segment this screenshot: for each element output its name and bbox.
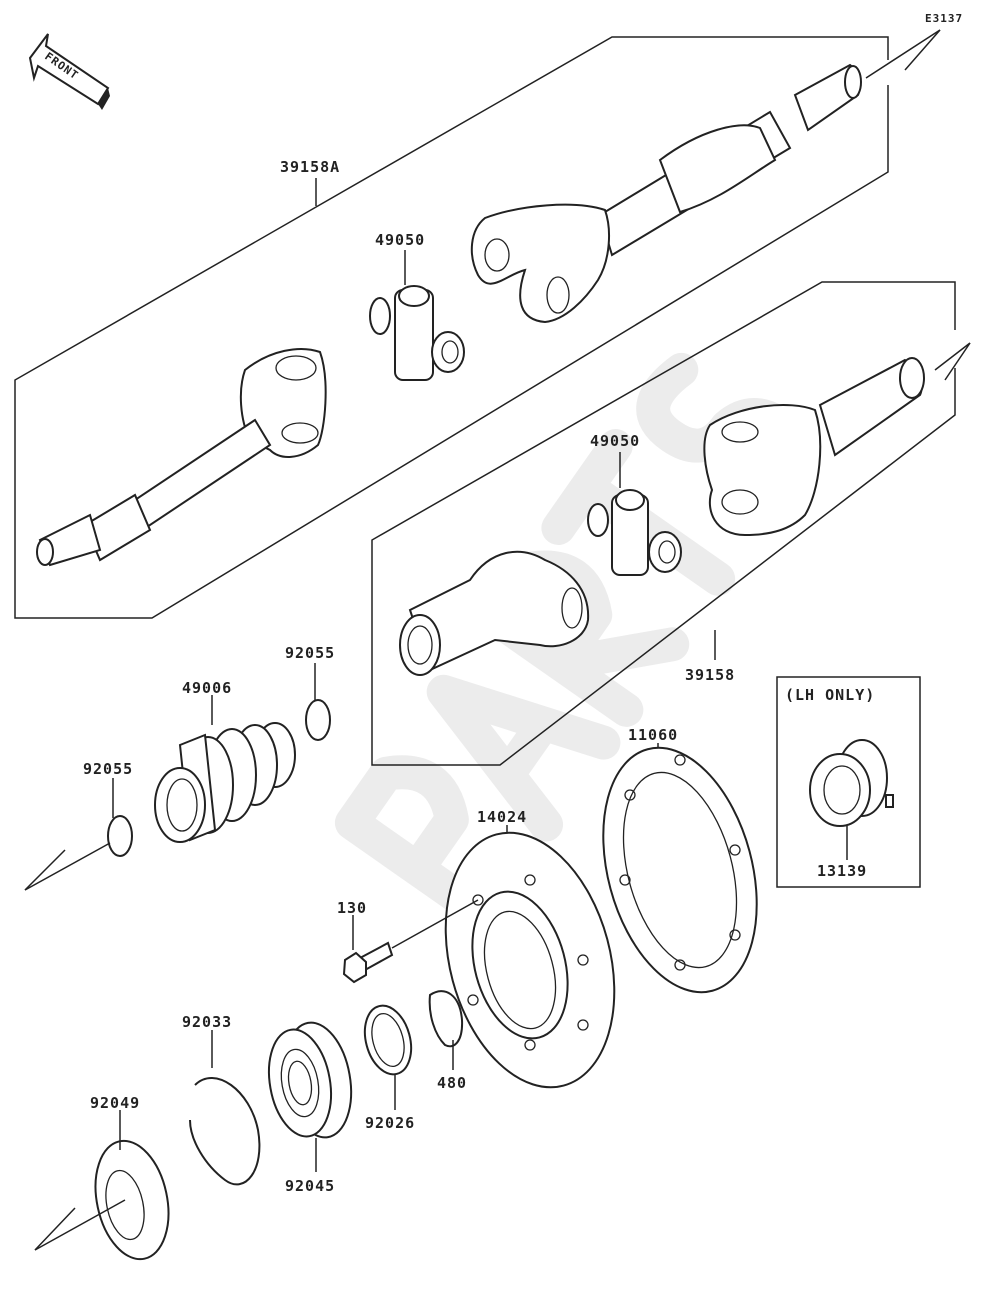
oil-seal bbox=[94, 1139, 170, 1261]
label-11060: 11060 bbox=[628, 726, 678, 744]
universal-joint-upper bbox=[369, 250, 465, 381]
label-130: 130 bbox=[337, 899, 367, 917]
label-92055-upper: 92055 bbox=[285, 644, 335, 662]
lh-coupling bbox=[809, 739, 894, 827]
label-39158A: 39158A bbox=[280, 158, 340, 176]
shaft-assy-frame bbox=[371, 281, 971, 766]
shaft-lower-outer bbox=[703, 357, 925, 537]
front-arrow-icon: FRONT bbox=[28, 33, 110, 110]
boot bbox=[154, 722, 296, 843]
label-14024: 14024 bbox=[477, 808, 527, 826]
circlip bbox=[428, 990, 464, 1048]
housing bbox=[444, 831, 616, 1089]
label-92049: 92049 bbox=[90, 1094, 140, 1112]
shaft-upper-outer bbox=[470, 63, 862, 324]
snap-ring bbox=[189, 1077, 261, 1186]
label-49050-upper: 49050 bbox=[375, 231, 425, 249]
bolt bbox=[342, 899, 479, 984]
bearing bbox=[268, 1021, 353, 1139]
lh-only-frame bbox=[776, 676, 921, 888]
label-13139: 13139 bbox=[817, 862, 867, 880]
label-480: 480 bbox=[437, 1074, 467, 1092]
label-39158: 39158 bbox=[685, 666, 735, 684]
shaft-lower-inner bbox=[399, 550, 590, 676]
diagram-code: E3137 bbox=[925, 12, 963, 25]
label-92055-lower: 92055 bbox=[83, 760, 133, 778]
label-49006: 49006 bbox=[182, 679, 232, 697]
o-ring-upper bbox=[305, 699, 331, 741]
label-49050-lower: 49050 bbox=[590, 432, 640, 450]
label-92045: 92045 bbox=[285, 1177, 335, 1195]
label-92026: 92026 bbox=[365, 1114, 415, 1132]
shaft-upper-inner bbox=[36, 348, 327, 567]
label-92033: 92033 bbox=[182, 1013, 232, 1031]
washer bbox=[363, 1004, 413, 1076]
gasket bbox=[602, 746, 758, 994]
o-ring-lower bbox=[107, 815, 133, 857]
universal-joint-lower bbox=[587, 452, 682, 576]
label-lh-only: (LH ONLY) bbox=[785, 686, 875, 704]
shaft-assy-a-frame bbox=[14, 29, 941, 619]
